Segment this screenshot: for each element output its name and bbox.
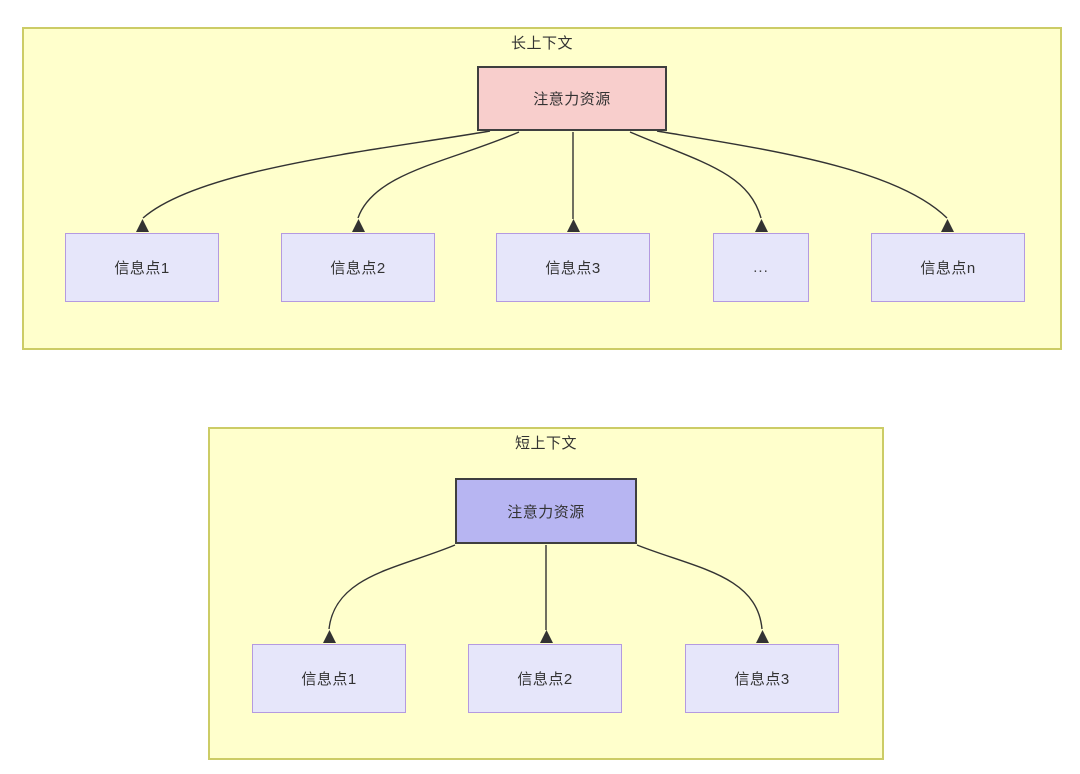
node-info-point-ellipsis-long[interactable]: ... <box>713 233 809 302</box>
panel-long-context-title: 长上下文 <box>510 35 573 52</box>
node-info-point-2-short[interactable]: 信息点2 <box>468 644 622 713</box>
node-info-point-3-short[interactable]: 信息点3 <box>685 644 839 713</box>
node-info-point-2-long[interactable]: 信息点2 <box>281 233 435 302</box>
node-info-point-1-long[interactable]: 信息点1 <box>65 233 219 302</box>
node-info-point-3-long[interactable]: 信息点3 <box>496 233 650 302</box>
node-info-point-1-short[interactable]: 信息点1 <box>252 644 406 713</box>
node-info-point-n-long[interactable]: 信息点n <box>871 233 1025 302</box>
node-attention-resource-short[interactable]: 注意力资源 <box>455 478 637 544</box>
panel-short-context-title: 短上下文 <box>514 435 577 452</box>
node-attention-resource-long[interactable]: 注意力资源 <box>477 66 667 131</box>
